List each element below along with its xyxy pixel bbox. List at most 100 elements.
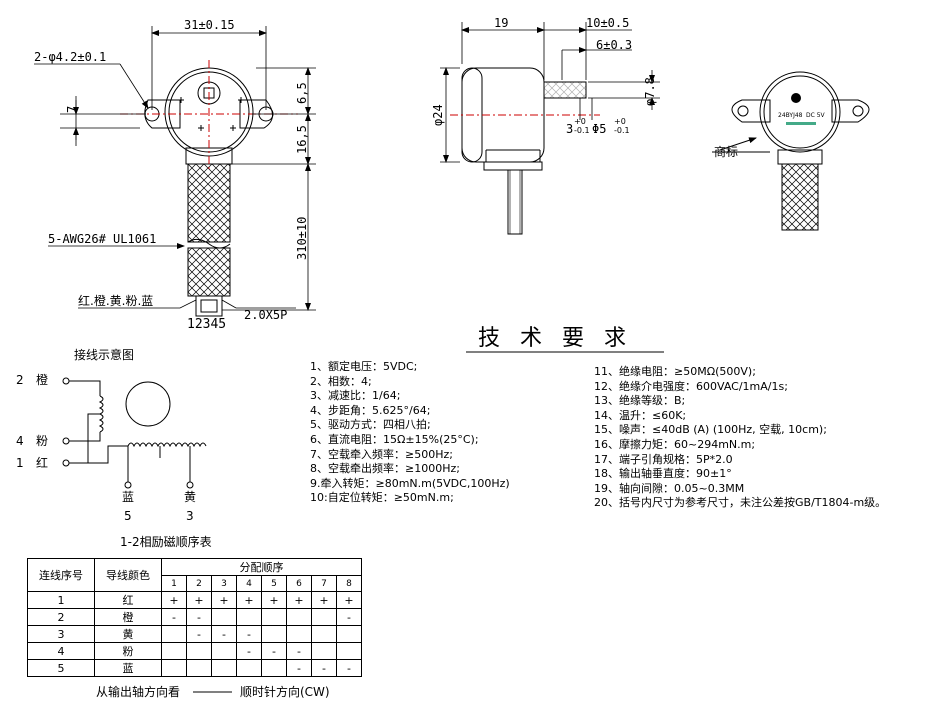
row-cell	[336, 642, 362, 660]
row-color: 蓝	[94, 659, 162, 677]
label-voltage: DC 5V	[806, 112, 825, 119]
wire-1-num: 1	[16, 456, 24, 470]
tech-item: 12、绝缘介电强度：600VAC/1mA/1s;	[594, 379, 788, 393]
tech-item: 4、步距角：5.625°/64;	[310, 403, 431, 417]
row-cell: +	[236, 591, 262, 609]
dim-3-tol-up: +0	[574, 117, 586, 126]
top-label-art	[786, 93, 816, 125]
tech-item: 13、绝缘等级：B;	[594, 394, 686, 408]
wire-5-num: 5	[124, 509, 132, 523]
tech-item: 18、输出轴垂直度：90±1°	[594, 467, 732, 481]
dim-holes: 2-φ4.2±0.1	[34, 50, 107, 64]
step-header: 4	[236, 575, 262, 592]
dim-d5: Φ5	[592, 122, 607, 136]
connector-pins: 12345	[187, 317, 227, 332]
row-cell: -	[186, 625, 212, 643]
wire-2-num: 2	[16, 373, 24, 387]
connector-spec: 2.0X5P	[244, 308, 288, 322]
tech-item: 14、温升：≤60K;	[594, 408, 687, 422]
tech-item: 11、绝缘电阻：≥50MΩ(500V);	[594, 365, 756, 378]
wire-4-label: 粉	[36, 434, 49, 448]
row-no: 1	[27, 591, 95, 609]
table-footer-left: 从输出轴方向看	[96, 685, 181, 699]
row-cell	[286, 608, 312, 626]
row-cell	[211, 659, 237, 677]
dim-6-5: 6,5	[295, 82, 309, 104]
row-cell	[261, 608, 287, 626]
wire-2-label: 橙	[36, 373, 49, 387]
row-cell: -	[186, 608, 212, 626]
row-color: 红	[94, 591, 162, 609]
row-cell	[186, 659, 212, 677]
side-view	[450, 67, 600, 235]
wire-1-label: 红	[36, 456, 49, 470]
dim-d24: φ24	[431, 104, 445, 126]
tech-item: 8、空载牵出频率：≥1000Hz;	[310, 462, 460, 476]
row-cell: -	[236, 642, 262, 660]
tech-item: 15、噪声：≤40dB (A) (100Hz, 空载, 10cm);	[594, 423, 827, 437]
step-header: 3	[211, 575, 237, 592]
row-cell	[186, 642, 212, 660]
dim-3-tol-dn: -0.1	[574, 126, 590, 135]
row-cell: -	[286, 659, 312, 677]
wire-spec: 5-AWG26# UL1061	[48, 232, 157, 246]
row-cell: +	[336, 591, 362, 609]
row-cell	[311, 608, 337, 626]
table-row: 3 黄 - - -	[27, 625, 362, 643]
wire-3-num: 3	[186, 509, 194, 523]
row-cell: -	[336, 608, 362, 626]
table-footer-right: 顺时针方向(CW)	[240, 685, 330, 699]
tech-item: 17、端子引角规格：5P*2.0	[594, 452, 733, 466]
table-row: 2 橙 - - -	[27, 608, 362, 626]
step-header: 7	[311, 575, 337, 592]
row-no: 4	[27, 642, 95, 660]
dim-19: 19	[494, 16, 509, 30]
row-cell	[236, 659, 262, 677]
dim-d5-tol-up: +0	[614, 117, 626, 126]
wire-3-label: 黄	[184, 490, 197, 504]
header-sequence: 分配顺序	[161, 558, 362, 576]
step-header: 8	[336, 575, 362, 592]
row-cell	[261, 659, 287, 677]
row-cell: +	[311, 591, 337, 609]
tech-item: 5、驱动方式：四相八拍;	[310, 418, 431, 432]
row-cell	[236, 608, 262, 626]
table-row: 1 红 + + + + + + + +	[27, 591, 362, 609]
table-row: 4 粉 - - -	[27, 642, 362, 660]
front-dims	[34, 26, 316, 311]
dim-3: 3	[566, 122, 574, 136]
wire-colors: 红.橙.黄.粉.蓝	[78, 294, 154, 308]
wiring-title: 接线示意图	[74, 348, 135, 362]
row-cell	[161, 642, 187, 660]
row-cell	[311, 625, 337, 643]
sequence-table: 连线序号 导线颜色 分配顺序 1 2 3 4 5 6 7 8 1 红 + + +…	[27, 558, 362, 677]
label-trademark: 商标	[714, 145, 739, 159]
dim-310: 310±10	[295, 216, 309, 260]
row-no: 2	[27, 608, 95, 626]
row-no: 3	[27, 625, 95, 643]
tech-item: 2、相数：4;	[310, 374, 372, 388]
row-cell	[161, 659, 187, 677]
row-cell: -	[336, 659, 362, 677]
row-cell	[311, 642, 337, 660]
row-cell	[261, 625, 287, 643]
row-cell: -	[311, 659, 337, 677]
row-cell	[161, 625, 187, 643]
row-no: 5	[27, 659, 95, 677]
dim-6: 6±0.3	[596, 38, 633, 52]
row-color: 橙	[94, 608, 162, 626]
tech-item: 3、减速比：1/64;	[310, 389, 401, 403]
tech-list-left: 1、额定电压：5VDC; 2、相数：4; 3、减速比：1/64; 4、步距角：5…	[310, 360, 510, 506]
front-view	[120, 60, 298, 317]
wiring-schematic	[62, 377, 207, 489]
sequence-caption: 1-2相励磁顺序表	[120, 535, 212, 549]
row-cell	[286, 625, 312, 643]
row-cell: -	[161, 608, 187, 626]
row-cell: +	[261, 591, 287, 609]
row-cell	[336, 625, 362, 643]
row-cell: -	[261, 642, 287, 660]
side-dims	[440, 22, 660, 163]
row-cell: -	[236, 625, 262, 643]
header-wire-no: 连线序号	[27, 558, 95, 592]
